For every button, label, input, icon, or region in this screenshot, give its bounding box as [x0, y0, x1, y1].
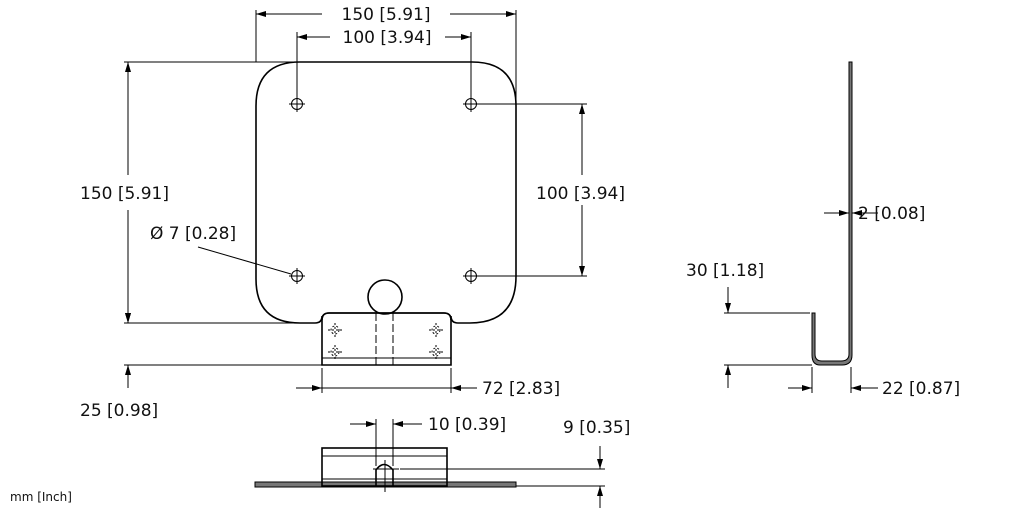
dim-overall-height: 150 [5.91] [80, 184, 169, 204]
front-view: 150 [5.91] 100 [3.94] 150 [5.91] 100 [3.… [80, 5, 625, 421]
dim-hook-depth: 22 [0.87] [882, 379, 960, 399]
mounting-tab [321, 312, 452, 366]
dim-hole-diameter: Ø 7 [0.28] [150, 224, 236, 244]
dim-slot-height: 9 [0.35] [563, 418, 630, 438]
plate-outline [255, 61, 517, 324]
dim-overall-width: 150 [5.91] [342, 5, 431, 25]
dim-tab-height: 25 [0.98] [80, 401, 158, 421]
ball-stud [367, 279, 403, 315]
tab-holes [328, 323, 443, 359]
mounting-holes [289, 96, 479, 284]
dim-hole-spacing-horizontal: 100 [3.94] [343, 28, 432, 48]
units-label: mm [Inch] [10, 490, 72, 504]
dim-tab-width: 72 [2.83] [482, 379, 560, 399]
dim-hole-spacing-vertical: 100 [3.94] [536, 184, 625, 204]
bottom-view: 10 [0.39] 9 [0.35] [254, 415, 630, 508]
dim-hook-height: 30 [1.18] [686, 261, 764, 281]
side-view: 2 [0.08] 30 [1.18] 22 [0.87] [686, 61, 960, 399]
dim-thickness: 2 [0.08] [858, 204, 925, 224]
dim-slot-width: 10 [0.39] [428, 415, 506, 435]
